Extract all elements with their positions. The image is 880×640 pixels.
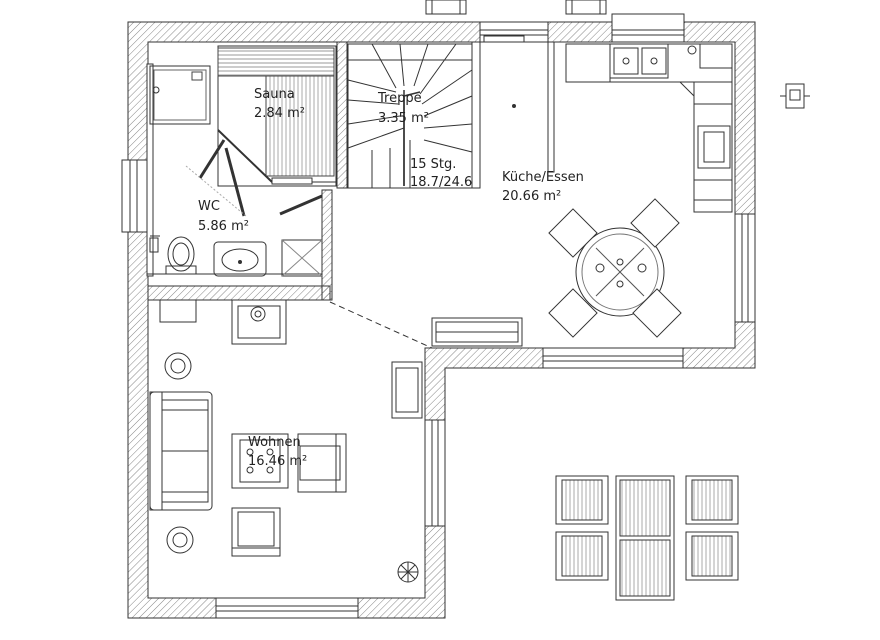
terrace-furniture	[555, 475, 739, 601]
coffee-table	[231, 433, 289, 489]
sauna-room	[217, 45, 337, 187]
sofa	[149, 391, 213, 511]
sauna-area: 2.84 m²	[254, 106, 305, 121]
wc-room	[149, 65, 323, 277]
windows	[121, 13, 756, 619]
wohnen-area: 16.46 m²	[248, 454, 307, 469]
dining-table	[575, 227, 665, 317]
wohnen-name: Wohnen	[248, 435, 301, 450]
wc-name: WC	[198, 199, 220, 214]
living-room	[149, 299, 423, 583]
outer-walls	[121, 13, 756, 619]
fireplace	[231, 299, 287, 345]
washbasin	[213, 241, 267, 277]
sauna-name: Sauna	[254, 87, 295, 102]
plant-icon	[166, 526, 194, 554]
room-divider	[329, 301, 433, 349]
treppe-area: 3.35 m²	[378, 111, 429, 126]
dining-chairs	[548, 198, 682, 338]
stairs-ratio: 18.7/24.6	[410, 175, 472, 190]
kueche-name: Küche/Essen	[502, 170, 584, 185]
wc-area: 5.86 m²	[198, 219, 249, 234]
armchair	[297, 433, 347, 493]
toilet	[165, 236, 197, 275]
stairs-steps: 15 Stg.	[410, 157, 456, 172]
kitchen	[483, 35, 733, 213]
sideboard	[431, 317, 523, 347]
room-labels: Sauna 2.84 m² Treppe 3.35 m² 15 Stg. 18.…	[198, 87, 584, 469]
kueche-area: 20.66 m²	[502, 189, 561, 204]
treppe-name: Treppe	[377, 91, 422, 106]
exterior-objects	[425, 0, 810, 109]
staircase	[347, 43, 473, 189]
plant-icon	[164, 352, 192, 380]
lamp-icon	[397, 561, 419, 583]
armchair	[231, 507, 281, 557]
